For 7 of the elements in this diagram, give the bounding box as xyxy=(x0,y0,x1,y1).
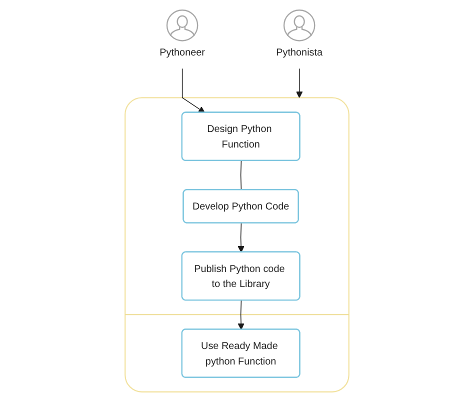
arrow xyxy=(238,222,244,253)
node-label: Pythoneer xyxy=(160,46,205,58)
connector xyxy=(240,160,242,190)
arrow xyxy=(296,68,303,98)
arrow xyxy=(182,68,205,113)
node-label: Pythonista xyxy=(276,46,323,58)
arrow xyxy=(238,300,244,330)
